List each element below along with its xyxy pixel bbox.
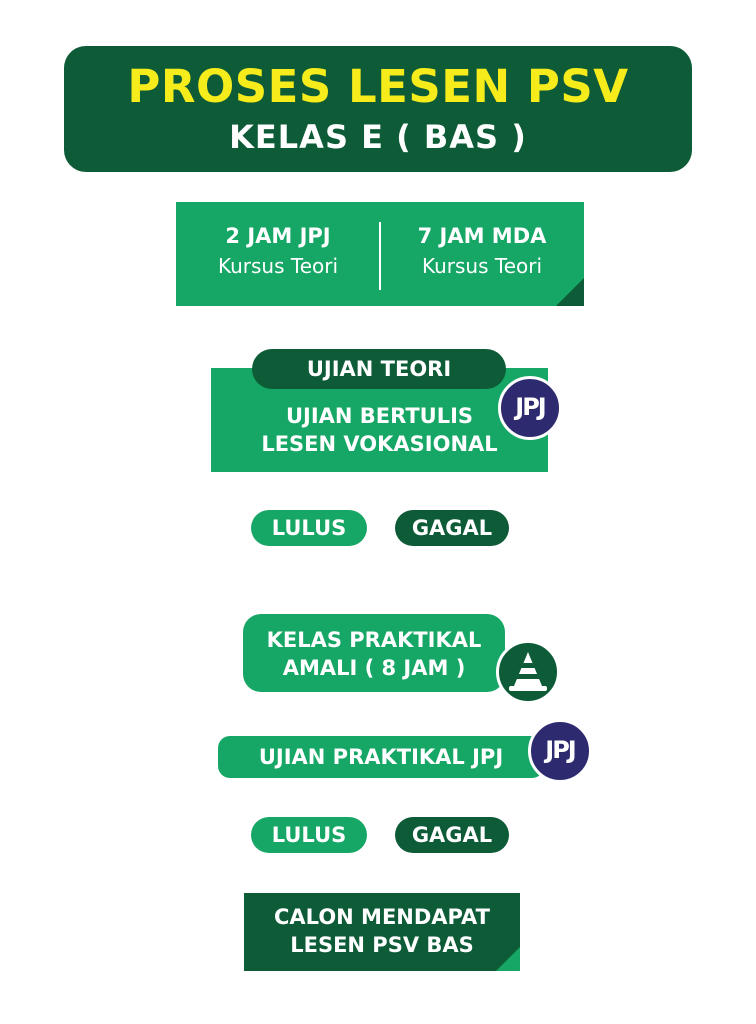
course-hours: 7 JAM MDA bbox=[417, 224, 547, 248]
corner-accent bbox=[556, 278, 584, 306]
page-subtitle: KELAS E ( BAS ) bbox=[229, 118, 527, 156]
practical-class-line2: AMALI ( 8 JAM ) bbox=[282, 656, 466, 680]
pass-badge: LULUS bbox=[251, 510, 367, 546]
fail-badge: GAGAL bbox=[395, 817, 509, 853]
final-outcome-box: CALON MENDAPAT LESEN PSV BAS bbox=[244, 893, 520, 971]
written-test-line2: LESEN VOKASIONAL bbox=[261, 432, 498, 456]
course-hours: 2 JAM JPJ bbox=[225, 224, 331, 248]
jpj-logo-icon: JPJ bbox=[528, 719, 592, 783]
jpj-logo-icon: JPJ bbox=[498, 376, 562, 440]
course-type: Kursus Teori bbox=[421, 254, 543, 278]
jpj-logo-text: JPJ bbox=[545, 736, 576, 764]
practical-test-box: UJIAN PRAKTIKAL JPJ bbox=[218, 736, 544, 778]
course-divider bbox=[379, 222, 381, 290]
theory-test-tab: UJIAN TEORI bbox=[252, 349, 506, 389]
pass-badge: LULUS bbox=[251, 817, 367, 853]
page-title: PROSES LESEN PSV bbox=[127, 60, 629, 113]
practical-class-line1: KELAS PRAKTIKAL bbox=[266, 628, 482, 652]
final-line2: LESEN PSV BAS bbox=[290, 933, 474, 957]
header-banner: PROSES LESEN PSV KELAS E ( BAS ) bbox=[64, 46, 692, 172]
traffic-cone-icon bbox=[496, 640, 560, 704]
final-line1: CALON MENDAPAT bbox=[274, 905, 490, 929]
practical-class-box: KELAS PRAKTIKAL AMALI ( 8 JAM ) bbox=[243, 614, 505, 692]
written-test-line1: UJIAN BERTULIS bbox=[285, 404, 474, 428]
fail-badge: GAGAL bbox=[395, 510, 509, 546]
course-type: Kursus Teori bbox=[217, 254, 339, 278]
theory-courses-box: 2 JAM JPJ Kursus Teori 7 JAM MDA Kursus … bbox=[176, 202, 584, 306]
course-jpj: 2 JAM JPJ Kursus Teori bbox=[176, 224, 380, 278]
jpj-logo-text: JPJ bbox=[515, 393, 546, 421]
corner-accent bbox=[496, 947, 520, 971]
course-mda: 7 JAM MDA Kursus Teori bbox=[380, 224, 584, 278]
